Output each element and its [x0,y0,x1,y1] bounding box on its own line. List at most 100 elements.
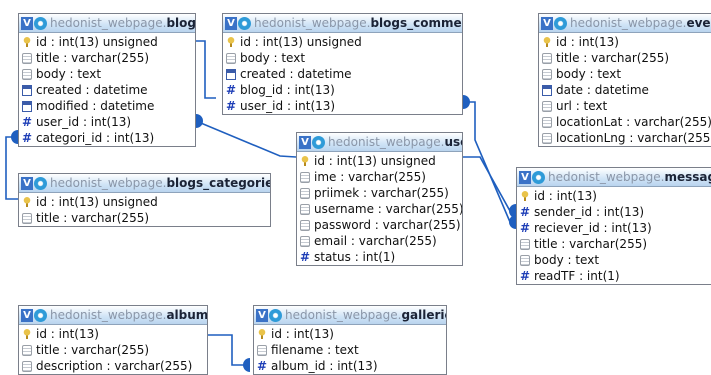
column-row[interactable]: locationLat : varchar(255) [539,114,711,130]
column-row[interactable]: #user_id : int(13) [223,98,462,114]
column-row[interactable]: #readTF : int(1) [517,268,711,284]
table-name: messages [664,170,711,184]
column-row[interactable]: body : text [539,66,711,82]
column-row[interactable]: title : varchar(255) [517,236,711,252]
column-row[interactable]: id : int(13) unsigned [19,34,195,50]
column-row[interactable]: id : int(13) unsigned [19,194,270,210]
date-column-icon [542,84,552,96]
column-row[interactable]: body : text [517,252,711,268]
column-row[interactable]: id : int(13) [539,34,711,50]
database-name: hedonist_webpage. [285,308,402,322]
column-definition: created : datetime [240,67,352,81]
column-definition: album_id : int(13) [271,359,378,373]
column-row[interactable]: id : int(13) unsigned [223,34,462,50]
column-row[interactable]: title : varchar(255) [19,342,207,358]
table-title: hedonist_webpage.users [328,135,462,149]
column-row[interactable]: body : text [223,50,462,66]
column-row[interactable]: #blog_id : int(13) [223,82,462,98]
column-definition: readTF : int(1) [534,269,620,283]
primary-key-icon [300,155,310,167]
view-toggle-icon[interactable]: V [21,308,33,322]
text-column-icon [22,52,32,64]
options-gear-icon[interactable] [34,176,47,190]
column-row[interactable]: filename : text [254,342,446,358]
table-title: hedonist_webpage.albums [50,308,207,322]
view-toggle-icon[interactable]: V [541,16,553,30]
column-list: id : int(13)title : varchar(255)descript… [19,325,207,374]
view-toggle-icon[interactable]: V [256,308,268,322]
column-row[interactable]: username : varchar(255) [297,201,462,217]
primary-key-icon [542,36,552,48]
column-definition: user_id : int(13) [36,115,132,129]
column-row[interactable]: id : int(13) [517,188,711,204]
column-row[interactable]: title : varchar(255) [539,50,711,66]
view-toggle-icon[interactable]: V [21,16,33,30]
primary-key-icon [226,36,236,48]
text-column-icon [542,116,552,128]
text-column-icon [300,203,310,215]
column-row[interactable]: priimek : varchar(255) [297,185,462,201]
view-toggle-icon[interactable]: V [299,135,311,149]
column-definition: filename : text [271,343,359,357]
options-gear-icon[interactable] [554,16,567,30]
column-row[interactable]: #reciever_id : int(13) [517,220,711,236]
options-gear-icon[interactable] [34,16,47,30]
column-row[interactable]: modified : datetime [19,98,195,114]
column-row[interactable]: #album_id : int(13) [254,358,446,374]
view-toggle-icon[interactable]: V [519,170,531,184]
column-row[interactable]: id : int(13) [19,326,207,342]
column-row[interactable]: title : varchar(255) [19,50,195,66]
text-column-icon [300,171,310,183]
column-row[interactable]: description : varchar(255) [19,358,207,374]
column-row[interactable]: #user_id : int(13) [19,114,195,130]
table-name: blogs_comments [370,16,462,30]
column-definition: url : text [556,99,608,113]
view-toggle-icon[interactable]: V [21,176,33,190]
view-toggle-icon[interactable]: V [225,16,237,30]
column-row[interactable]: date : datetime [539,82,711,98]
column-row[interactable]: title : varchar(255) [19,210,270,226]
database-name: hedonist_webpage. [50,308,167,322]
column-definition: priimek : varchar(255) [314,186,449,200]
column-row[interactable]: #status : int(1) [297,249,462,265]
column-definition: username : varchar(255) [314,202,463,216]
options-gear-icon[interactable] [34,308,47,322]
column-row[interactable]: id : int(13) [254,326,446,342]
column-row[interactable]: created : datetime [223,66,462,82]
column-row[interactable]: url : text [539,98,711,114]
options-gear-icon[interactable] [312,135,325,149]
options-gear-icon[interactable] [238,16,251,30]
column-row[interactable]: #categori_id : int(13) [19,130,195,146]
column-row[interactable]: ime : varchar(255) [297,169,462,185]
column-definition: locationLng : varchar(255) [556,131,711,145]
options-gear-icon[interactable] [532,170,545,184]
column-row[interactable]: id : int(13) unsigned [297,153,462,169]
options-gear-icon[interactable] [269,308,282,322]
column-row[interactable]: body : text [19,66,195,82]
column-row[interactable]: created : datetime [19,82,195,98]
column-row[interactable]: #sender_id : int(13) [517,204,711,220]
column-row[interactable]: email : varchar(255) [297,233,462,249]
column-definition: date : datetime [556,83,649,97]
column-row[interactable]: password : varchar(255) [297,217,462,233]
column-row[interactable]: locationLng : varchar(255) [539,130,711,146]
column-definition: body : text [240,51,306,65]
number-column-icon: # [225,99,237,113]
